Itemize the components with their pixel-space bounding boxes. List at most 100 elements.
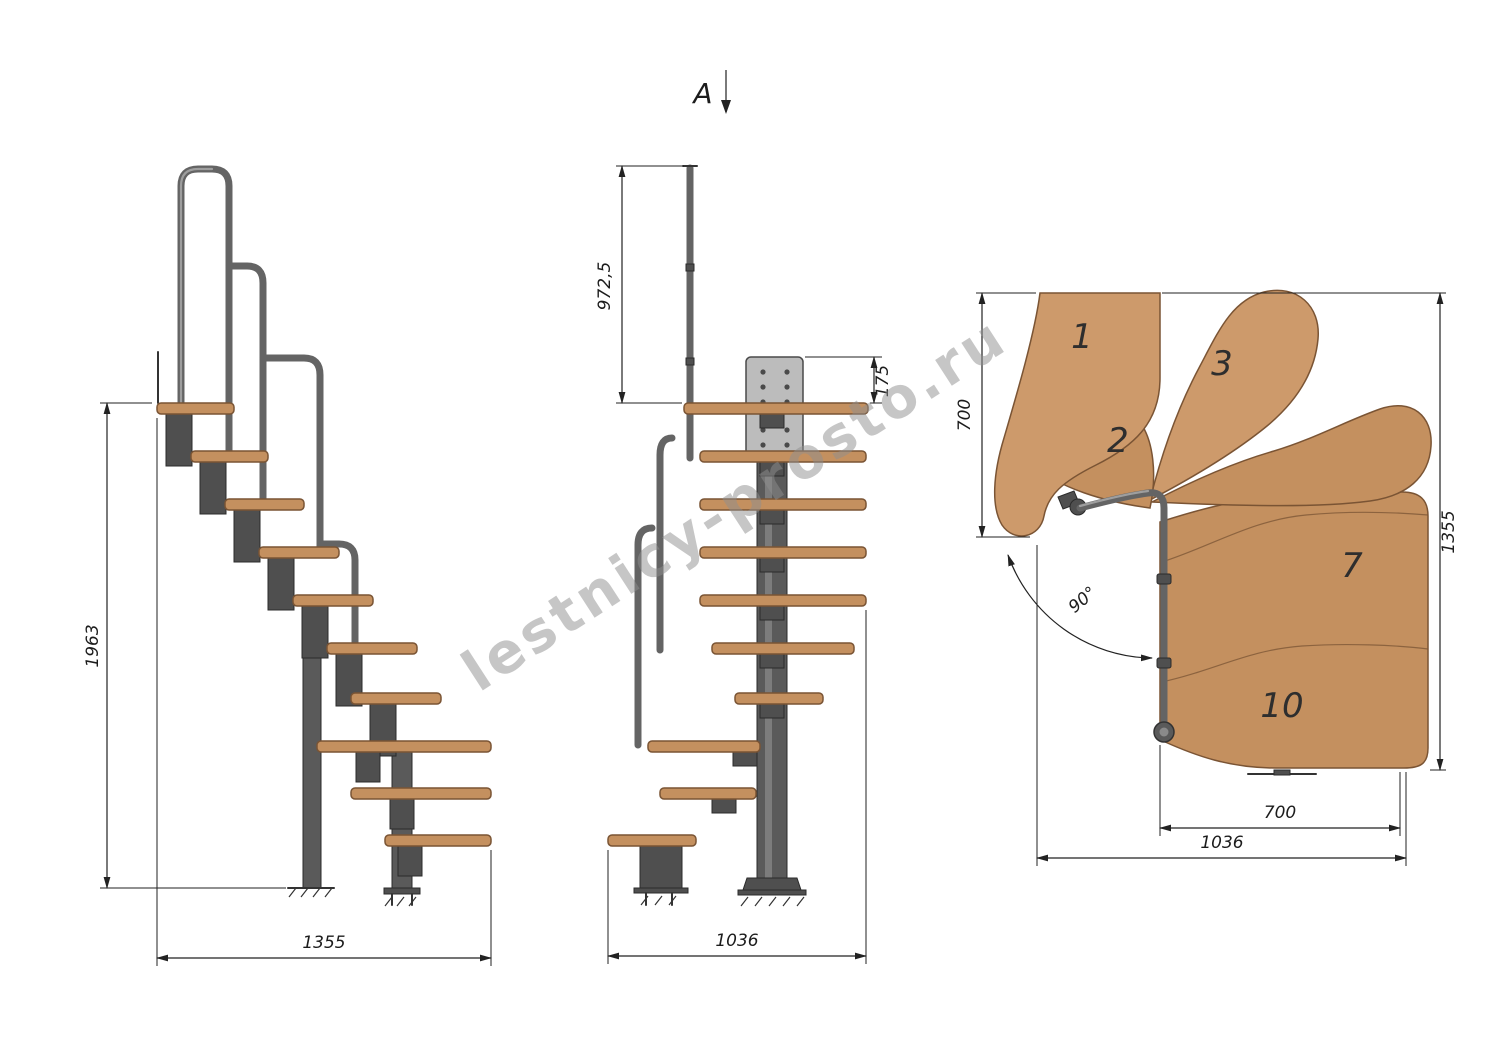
rail-joint (1156, 657, 1172, 669)
tread-number-10: 10 (1260, 686, 1303, 726)
plan-base-mark (1247, 769, 1317, 776)
plan-lower-flight (1159, 491, 1429, 769)
step-module (199, 461, 227, 515)
step-bracket (759, 557, 785, 573)
side-tread (292, 594, 374, 607)
extension-line (100, 402, 286, 889)
tread-number-2: 2 (1107, 421, 1129, 461)
ground-hatch (640, 895, 677, 906)
step-module (301, 605, 329, 659)
plan-fan-tread-4 (1149, 404, 1432, 507)
plan-handrail (1057, 489, 1175, 743)
side-tread (224, 498, 305, 511)
side-tread (326, 642, 418, 655)
dim-rail-height: 972,5 (595, 165, 684, 404)
dim-plan-bottom-outer: 1036 (1036, 545, 1407, 866)
side-tread (350, 692, 442, 705)
plan-view: 1 2 3 7 10 700 (955, 289, 1459, 866)
ground-hatch (288, 887, 333, 898)
step-module (355, 751, 381, 783)
ground-hatch (384, 896, 417, 907)
column-foot (742, 877, 802, 891)
dim-label-plan-bottom-inner: 700 (1264, 803, 1296, 823)
step-module (165, 413, 193, 467)
step-module (389, 798, 415, 830)
rail-joint (685, 357, 695, 366)
rail-joint (685, 263, 695, 272)
step-bracket (711, 798, 737, 814)
dim-label-plan-right: 1355 (1439, 510, 1459, 553)
dim-total-height: 1963 (83, 402, 286, 889)
side-tread (384, 834, 492, 847)
handrail-highlight (179, 167, 214, 407)
dim-plan-bottom-inner: 700 (1159, 745, 1401, 836)
dim-plate: 175 (805, 356, 893, 404)
dim-label-run: 1355 (302, 933, 345, 953)
section-label: A (691, 77, 712, 110)
dim-plan-right: 1355 (1162, 292, 1459, 771)
dim-front-width: 1036 (607, 610, 867, 964)
front-tread (699, 498, 867, 511)
front-tread (711, 642, 855, 655)
tread-number-3: 3 (1211, 344, 1233, 384)
anchor-bolts (391, 893, 413, 906)
side-tread (190, 450, 269, 463)
front-tread (699, 546, 867, 559)
side-handrail (177, 165, 359, 649)
dim-label-plan-left: 700 (955, 399, 975, 431)
support-column-1 (302, 654, 322, 889)
extension-line (156, 418, 492, 966)
handrail-loop-4 (316, 540, 359, 649)
anchor-base-plate (633, 887, 689, 894)
dim-angle: 90° (1007, 554, 1153, 662)
dim-label-front-width: 1036 (715, 931, 758, 951)
tread-divider (1161, 643, 1429, 683)
dim-plan-left: 700 (955, 292, 1036, 538)
front-handrail-posts (634, 164, 698, 749)
dim-label-plate: 175 (873, 365, 893, 397)
handrail-path (1076, 489, 1168, 728)
side-treads (156, 402, 492, 847)
newel-post-top-inner (1159, 727, 1169, 737)
front-step-modules (633, 413, 785, 906)
step-bracket (759, 653, 785, 669)
front-tread (699, 450, 867, 463)
angle-arc (1007, 554, 1153, 662)
extension-line (607, 610, 867, 964)
rail-joint (1156, 573, 1172, 585)
step-bracket (759, 605, 785, 621)
bottom-module (639, 845, 683, 889)
column-highlight (765, 367, 772, 888)
dim-total-run: 1355 (156, 418, 492, 966)
side-elevation-view: 1963 1355 (83, 165, 492, 966)
side-tread (316, 740, 492, 753)
step-module (233, 509, 261, 563)
front-tread (683, 402, 869, 415)
front-tread (607, 834, 697, 847)
handrail-path-highlight (1078, 489, 1150, 508)
extension-line (1036, 545, 1407, 866)
column-base-plate (737, 889, 807, 896)
dim-label-rail-height: 972,5 (595, 262, 615, 311)
tread-number-7: 7 (1341, 546, 1363, 586)
rail-post (634, 524, 656, 749)
step-module (397, 845, 423, 877)
step-bracket (759, 703, 785, 719)
dim-label-angle: 90° (1065, 583, 1101, 618)
tread-divider (1161, 511, 1429, 563)
plate-holes (760, 369, 790, 448)
side-tread (350, 787, 492, 800)
front-elevation-view: A (595, 70, 893, 964)
dim-label-plan-bottom-outer: 1036 (1200, 833, 1243, 853)
tread-number-1: 1 (1071, 317, 1093, 357)
front-treads (607, 402, 869, 847)
section-marker: A (691, 70, 731, 114)
plan-fan-tread-3 (1148, 289, 1319, 502)
plan-tread-1 (994, 292, 1161, 537)
step-bracket (759, 413, 785, 429)
side-base-plates (287, 887, 421, 907)
base-plate (1273, 769, 1291, 776)
anchor-base-plate (383, 887, 421, 895)
side-tread (156, 402, 235, 415)
